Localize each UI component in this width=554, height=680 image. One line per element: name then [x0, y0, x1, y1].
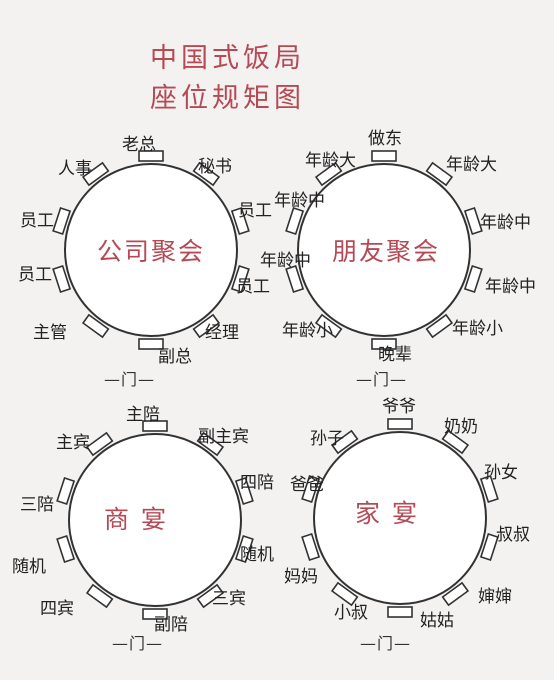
business-seat-third-host: 三陪 — [20, 495, 54, 515]
friends-seat-young-left: 年龄小 — [282, 321, 333, 341]
company-seat-staff-left-2: 员工 — [18, 265, 52, 285]
business-table-chairs — [56, 420, 254, 620]
family-table-circle — [313, 431, 487, 605]
family-seat-young-uncle: 小叔 — [334, 603, 368, 623]
chair-mark — [138, 150, 164, 162]
business-seat-main-guest: 主宾 — [56, 433, 90, 453]
family-seat-father: 爸爸 — [290, 475, 324, 495]
chair-mark — [387, 418, 413, 430]
business-table-circle — [68, 433, 242, 607]
chair-mark — [314, 313, 343, 339]
chair-mark — [234, 477, 254, 505]
chair-mark — [371, 150, 397, 162]
business-seat-vice-main-guest: 副主宾 — [198, 427, 249, 447]
friends-table-label: 朋友聚会 — [332, 237, 441, 266]
company-seat-manager: 经理 — [205, 323, 239, 343]
family-seat-aunt: 姑姑 — [420, 611, 454, 631]
business-seat-main-host: 主陪 — [126, 405, 160, 425]
family-table-chairs — [301, 418, 499, 618]
friends-seat-middle-left-1: 年龄中 — [274, 191, 325, 211]
company-seat-hr: 人事 — [58, 159, 92, 179]
chair-mark — [230, 207, 250, 235]
family-seat-granddaughter: 孙女 — [484, 463, 518, 483]
company-table-chairs — [52, 150, 250, 350]
company-seat-secretary: 秘书 — [198, 157, 232, 177]
chair-mark — [142, 608, 168, 620]
chair-mark — [234, 535, 254, 563]
friends-seat-oldest-right: 年龄大 — [446, 155, 497, 175]
chair-mark — [192, 161, 221, 187]
chair-mark — [138, 338, 164, 350]
company-seat-staff-right-1: 员工 — [238, 201, 272, 221]
chair-mark — [230, 265, 250, 293]
family-door-label: —门— — [360, 634, 412, 653]
chair-mark — [425, 313, 454, 339]
business-table-label: 商 宴 — [104, 505, 168, 534]
company-seat-boss: 老总 — [122, 135, 156, 155]
business-seat-attendant-right: 随机 — [240, 545, 274, 565]
chair-mark — [196, 583, 225, 609]
chair-mark — [371, 338, 397, 350]
business-seat-fourth-host: 四陪 — [240, 473, 274, 493]
chair-mark — [441, 429, 470, 455]
company-table-circle — [64, 163, 238, 337]
chair-mark — [463, 207, 483, 235]
friends-seat-host: 做东 — [368, 129, 402, 149]
company-seat-vice-president: 副总 — [158, 347, 192, 367]
company-table-label: 公司聚会 — [97, 237, 206, 266]
friends-table-chairs — [285, 150, 483, 350]
chair-mark — [479, 533, 499, 561]
friends-table-circle — [297, 163, 471, 337]
chair-mark — [52, 207, 72, 235]
business-seat-attendant-left: 随机 — [12, 557, 46, 577]
chair-mark — [192, 313, 221, 339]
friends-seat-young-right: 年龄小 — [452, 319, 503, 339]
chair-mark — [387, 606, 413, 618]
chair-mark — [479, 475, 499, 503]
chair-mark — [56, 477, 76, 505]
title-line-1: 中国式饭局 — [150, 43, 305, 74]
chair-mark — [285, 207, 305, 235]
chair-mark — [85, 431, 114, 457]
title-line-2: 座位规矩图 — [150, 83, 305, 114]
chair-mark — [85, 583, 114, 609]
family-seat-grandfather: 爷爷 — [382, 397, 416, 417]
chair-mark — [441, 581, 470, 607]
family-seat-uncle: 叔叔 — [496, 525, 530, 545]
company-seat-staff-left-1: 员工 — [20, 211, 54, 231]
friends-seat-middle-right-1: 年龄中 — [480, 213, 531, 233]
chair-mark — [301, 475, 321, 503]
business-seat-third-guest: 三宾 — [212, 589, 246, 609]
friends-seat-junior: 晚辈 — [378, 345, 412, 365]
chair-mark — [81, 313, 110, 339]
chair-mark — [56, 535, 76, 563]
friends-seat-middle-right-2: 年龄中 — [485, 277, 536, 297]
friends-seat-middle-left-2: 年龄中 — [260, 251, 311, 271]
chair-mark — [425, 161, 454, 187]
family-seat-aunt-in-law: 婶婶 — [478, 587, 512, 607]
family-seat-mother: 妈妈 — [284, 567, 318, 587]
business-seat-vice-host: 副陪 — [154, 615, 188, 635]
chair-mark — [52, 265, 72, 293]
chair-mark — [301, 533, 321, 561]
chair-mark — [330, 429, 359, 455]
family-seat-grandmother: 奶奶 — [444, 417, 478, 437]
family-seat-grandson: 孙子 — [310, 429, 344, 449]
business-seat-fourth-guest: 四宾 — [40, 599, 74, 619]
chair-mark — [314, 161, 343, 187]
company-seat-staff-right-2: 员工 — [236, 277, 270, 297]
friends-seat-oldest-left: 年龄大 — [305, 151, 356, 171]
chair-mark — [196, 431, 225, 457]
chair-mark — [463, 265, 483, 293]
chair-mark — [285, 265, 305, 293]
business-door-label: —门— — [112, 634, 164, 653]
chair-mark — [81, 161, 110, 187]
friends-door-label: —门— — [356, 370, 408, 389]
company-door-label: —门— — [104, 370, 156, 389]
family-table-label: 家 宴 — [355, 499, 419, 528]
chair-mark — [142, 420, 168, 432]
chair-mark — [330, 581, 359, 607]
company-seat-supervisor: 主管 — [33, 323, 67, 343]
